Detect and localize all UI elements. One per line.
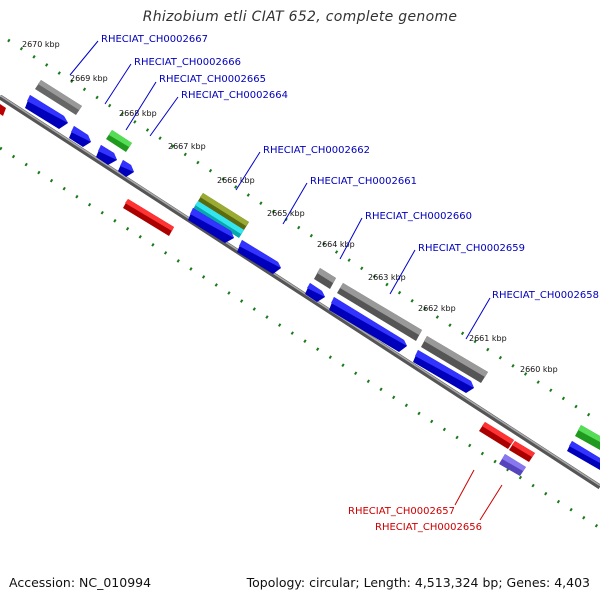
gene-CH0002665[interactable]: [106, 130, 132, 152]
kbp-label: 2663 kbp: [368, 273, 406, 282]
reverse-leader-lines: [454, 469, 503, 521]
gene-CH0002658[interactable]: [421, 336, 488, 383]
inner-tick-track: [0, 146, 600, 530]
kbp-label: 2670 kbp: [22, 40, 60, 49]
gene-blue-10[interactable]: [567, 441, 600, 470]
outer-tick-track: [7, 38, 600, 424]
gene-label[interactable]: RHECIAT_CH0002656: [375, 522, 482, 533]
gene-label[interactable]: RHECIAT_CH0002661: [310, 176, 417, 187]
gene-glyphs: [0, 80, 600, 476]
gene-label[interactable]: RHECIAT_CH0002657: [348, 506, 455, 517]
gene-blue-3[interactable]: [96, 145, 117, 165]
gene-label[interactable]: RHECIAT_CH0002666: [134, 57, 241, 68]
kbp-label: 2667 kbp: [168, 142, 206, 151]
gene-blue-5[interactable]: [188, 208, 234, 243]
gene-CH0002662[interactable]: [193, 193, 249, 238]
kbp-label: 2669 kbp: [70, 74, 108, 83]
gene-red-1[interactable]: [123, 199, 174, 236]
kbp-label: 2660 kbp: [520, 365, 558, 374]
accession-text: Accession: NC_010994: [9, 575, 152, 590]
genome-summary-text: Topology: circular; Length: 4,513,324 bp…: [246, 575, 590, 590]
genome-backbone: [0, 94, 600, 490]
gene-label[interactable]: RHECIAT_CH0002665: [159, 74, 266, 85]
gene-blue-8[interactable]: [329, 297, 407, 352]
gene-right-green[interactable]: [575, 425, 600, 450]
gene-blue-7[interactable]: [305, 283, 325, 302]
kbp-label: 2662 kbp: [418, 304, 456, 313]
gene-red-2[interactable]: [509, 441, 535, 462]
gene-label[interactable]: RHECIAT_CH0002664: [181, 90, 288, 101]
gene-label[interactable]: RHECIAT_CH0002667: [101, 34, 208, 45]
gene-CH0002657[interactable]: [479, 422, 514, 449]
gene-blue-1[interactable]: [25, 95, 68, 129]
kbp-label: 2666 kbp: [217, 176, 255, 185]
reverse-gene-labels: RHECIAT_CH0002657 RHECIAT_CH0002656: [348, 506, 482, 533]
gene-blue-9[interactable]: [413, 350, 474, 393]
kbp-label: 2661 kbp: [469, 334, 507, 343]
gene-CH0002659[interactable]: [337, 283, 422, 341]
kbp-label: 2664 kbp: [317, 240, 355, 249]
forward-gene-labels: RHECIAT_CH0002667 RHECIAT_CH0002666 RHEC…: [101, 34, 599, 301]
gene-CH0002667[interactable]: [35, 80, 82, 115]
gene-label[interactable]: RHECIAT_CH0002662: [263, 145, 370, 156]
gene-label[interactable]: RHECIAT_CH0002659: [418, 243, 525, 254]
kbp-label: 2668 kbp: [119, 109, 157, 118]
gene-label[interactable]: RHECIAT_CH0002658: [492, 290, 599, 301]
gene-label[interactable]: RHECIAT_CH0002660: [365, 211, 472, 222]
gene-blue-2[interactable]: [69, 126, 91, 147]
gene-CH0002656[interactable]: [499, 454, 526, 476]
forward-leader-lines: [69, 40, 491, 340]
kbp-label: 2665 kbp: [267, 209, 305, 218]
map-title: Rhizobium etli CIAT 652, complete genome: [142, 9, 458, 25]
kbp-labels: 2670 kbp 2669 kbp 2668 kbp 2667 kbp 2666…: [22, 40, 558, 374]
gene-CH0002660[interactable]: [314, 268, 336, 289]
gene-blue-4[interactable]: [118, 160, 134, 177]
genome-backbone-highlight: [0, 94, 600, 487]
gene-blue-6[interactable]: [237, 240, 281, 274]
gene-red-left[interactable]: [0, 104, 6, 116]
